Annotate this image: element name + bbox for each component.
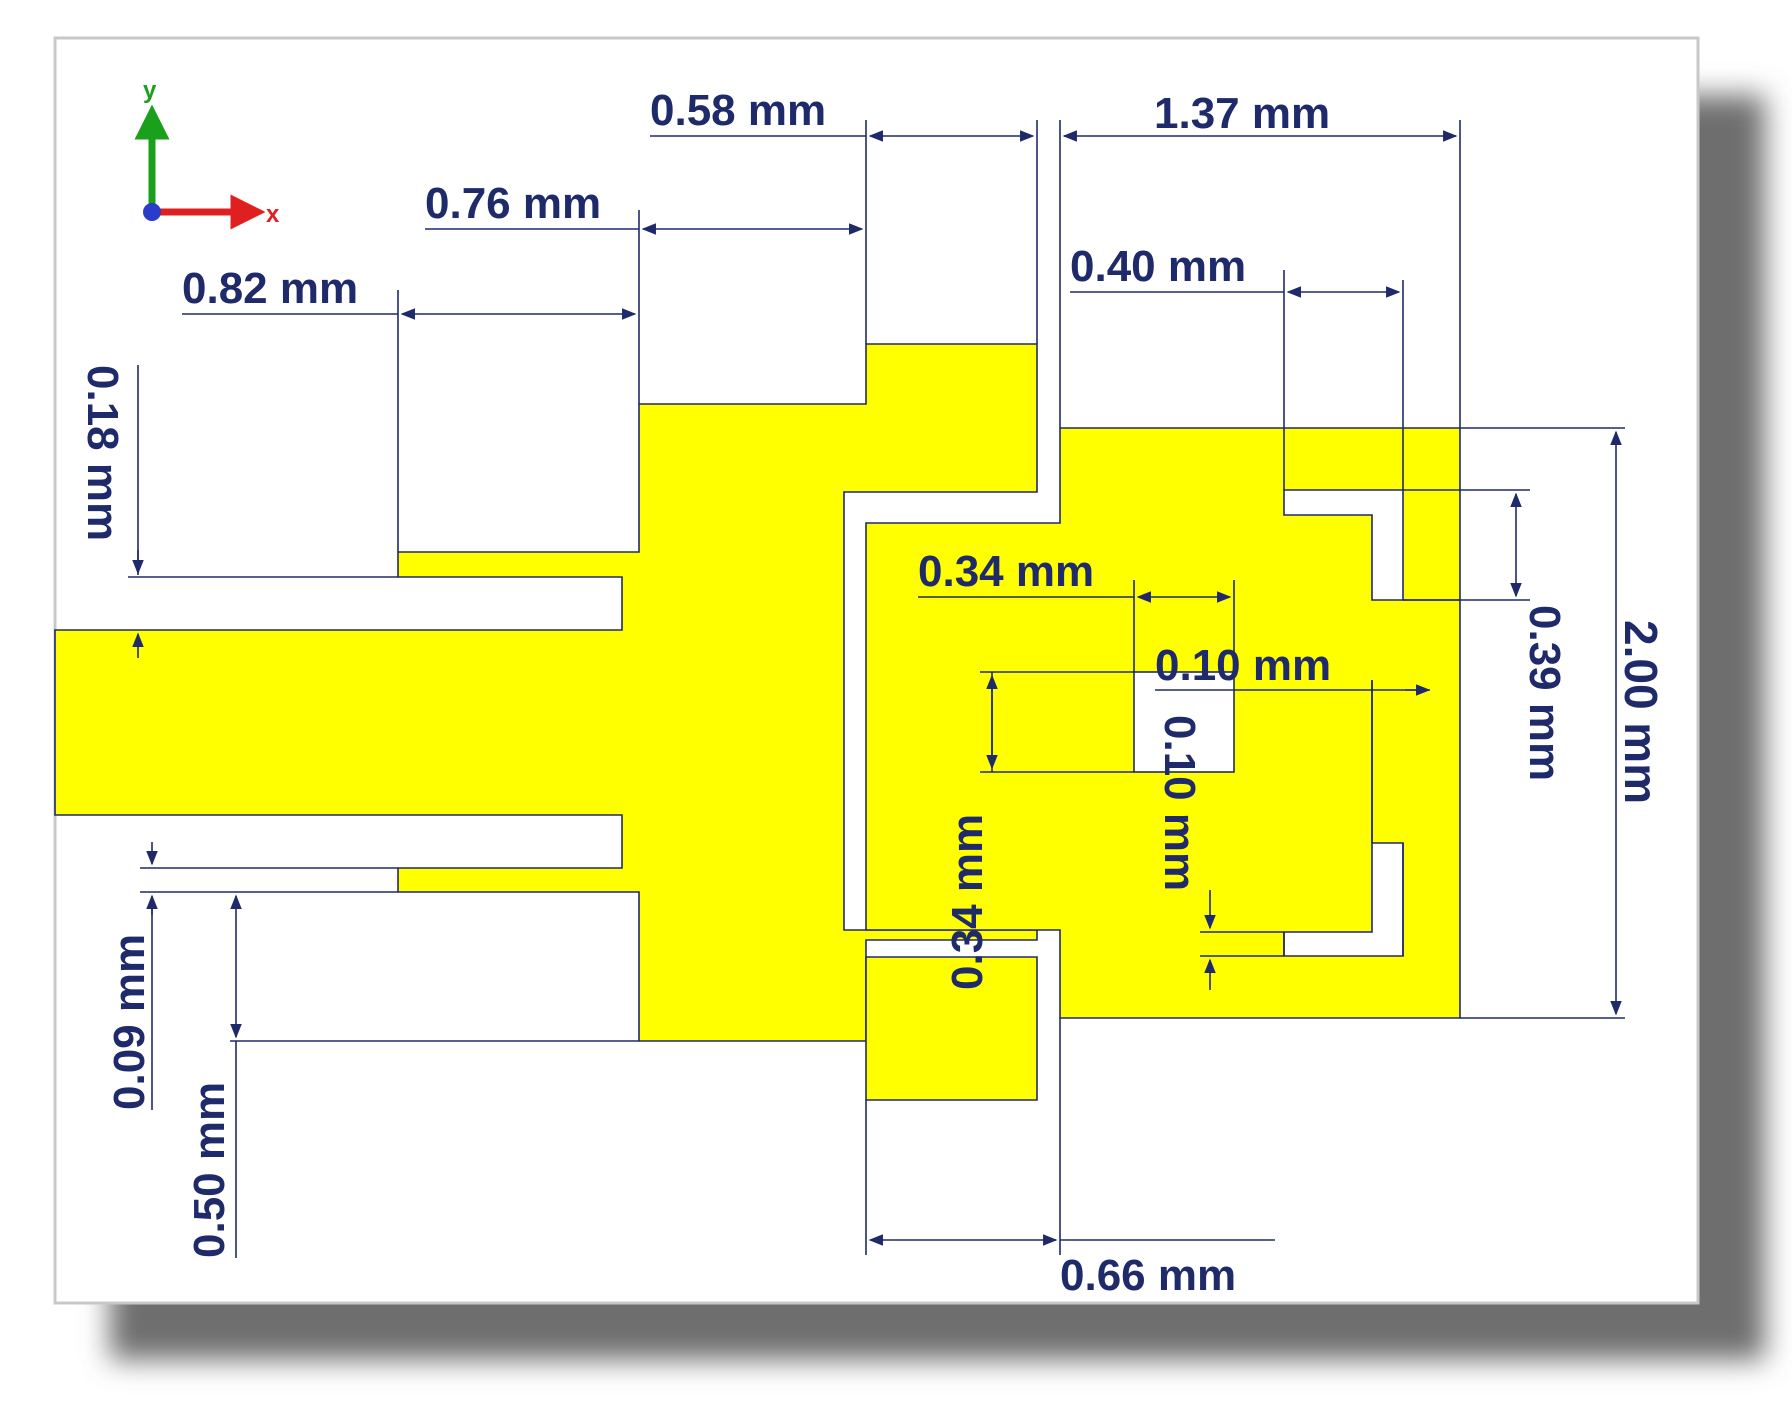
dim-018: 0.18 mm	[78, 365, 127, 541]
dim-058: 0.58 mm	[650, 86, 826, 135]
dim-009: 0.09 mm	[105, 934, 154, 1110]
lower-stub	[865, 956, 1038, 1101]
dim-137: 1.37 mm	[1154, 89, 1330, 138]
dim-040: 0.40 mm	[1070, 242, 1246, 291]
dim-050: 0.50 mm	[185, 1082, 234, 1258]
dim-010-vertical: 0.10 mm	[1155, 715, 1204, 891]
dim-082: 0.82 mm	[182, 264, 358, 313]
dim-039: 0.39 mm	[1520, 605, 1569, 781]
dimension-lines	[128, 120, 1625, 1258]
metal-geometry	[54, 343, 1461, 1101]
dimension-labels: 0.58 mm 1.37 mm 0.76 mm 0.82 mm 0.40 mm …	[78, 86, 1667, 1300]
y-axis-label: y	[143, 77, 157, 104]
dim-066: 0.66 mm	[1060, 1251, 1236, 1300]
dim-200: 2.00 mm	[1615, 620, 1667, 804]
dim-076: 0.76 mm	[425, 179, 601, 228]
center-notch	[1133, 671, 1235, 773]
axis-triad: y x	[134, 77, 280, 230]
dim-034-vertical: 0.34 mm	[943, 814, 992, 990]
dim-010-horizontal: 0.10 mm	[1155, 641, 1331, 690]
dim-034-horizontal: 0.34 mm	[918, 547, 1094, 596]
x-axis-label: x	[266, 201, 280, 228]
